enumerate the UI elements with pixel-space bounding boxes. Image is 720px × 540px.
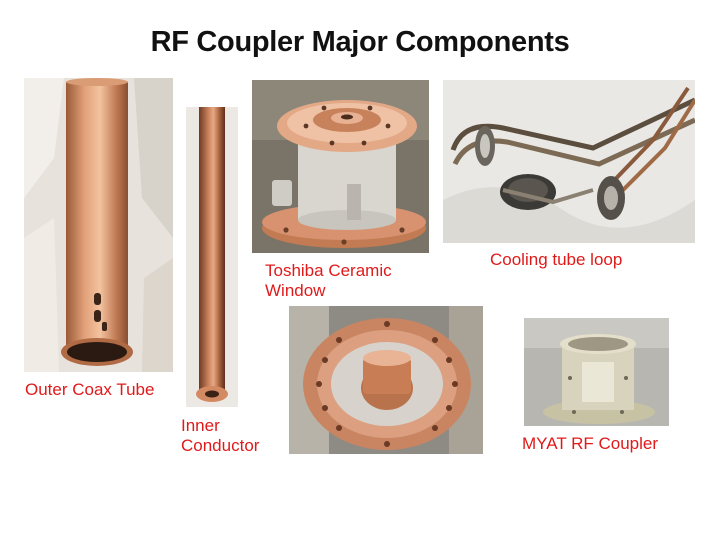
outer-coax-tube-caption: Outer Coax Tube xyxy=(25,380,155,399)
outer-coax-tube-photo xyxy=(24,78,173,372)
myat-rf-coupler-photo xyxy=(524,318,669,426)
toshiba-ceramic-window-caption-line2: Window xyxy=(265,281,326,300)
inner-conductor-caption-line2: Conductor xyxy=(181,436,260,455)
inner-conductor-photo xyxy=(186,107,238,407)
cooling-tube-loop-photo xyxy=(443,80,695,243)
inner-conductor-caption-line1: Inner xyxy=(181,416,220,435)
ceramic-window-top-view-photo xyxy=(289,306,483,454)
toshiba-ceramic-window-caption: Toshiba Ceramic Window xyxy=(265,261,392,301)
toshiba-ceramic-window-caption-line1: Toshiba Ceramic xyxy=(265,261,392,280)
slide-title: RF Coupler Major Components xyxy=(150,26,570,58)
myat-rf-coupler-caption: MYAT RF Coupler xyxy=(522,434,659,453)
cooling-tube-loop-caption: Cooling tube loop xyxy=(490,250,623,269)
toshiba-ceramic-window-photo xyxy=(252,80,429,253)
inner-conductor-caption: Inner Conductor xyxy=(181,416,259,456)
